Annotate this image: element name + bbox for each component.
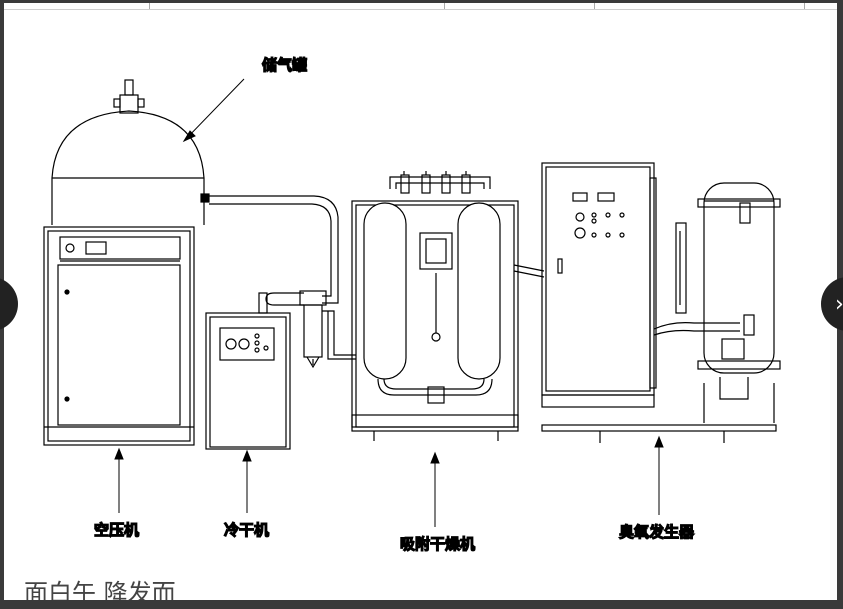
- ozone-generator: [541, 162, 781, 443]
- cut-off-caption: 面白午 降发而: [24, 579, 176, 600]
- label-adsorption-dryer: 吸附干燥机: [400, 535, 475, 553]
- air-tank: [51, 79, 210, 225]
- label-air-compressor: 空压机: [94, 521, 139, 539]
- label-air-tank: 储气罐: [262, 56, 307, 74]
- next-button[interactable]: ›: [821, 277, 843, 331]
- main-pipe: [209, 195, 339, 314]
- label-ozone-generator: 臭氧发生器: [619, 523, 695, 541]
- top-table-fragment: [4, 3, 837, 10]
- air-compressor: [43, 226, 195, 446]
- ozone-system-diagram: 储气罐 空压机 冷干机 吸附干燥机 臭氧发生器: [43, 55, 781, 554]
- inline-filter: [299, 290, 327, 369]
- chevron-right-icon: ›: [835, 291, 843, 317]
- callout-arrows: [114, 78, 664, 527]
- connector-pipe-1: [322, 310, 356, 360]
- image-viewer: 储气罐 空压机 冷干机 吸附干燥机 臭氧发生器 面白午 降发而: [4, 3, 837, 600]
- refrigerated-dryer: [205, 312, 291, 450]
- adsorption-dryer: [351, 171, 519, 441]
- prev-button[interactable]: [0, 277, 18, 331]
- connector-pipe-2: [513, 264, 545, 278]
- label-refrigerated-dryer: 冷干机: [224, 521, 269, 539]
